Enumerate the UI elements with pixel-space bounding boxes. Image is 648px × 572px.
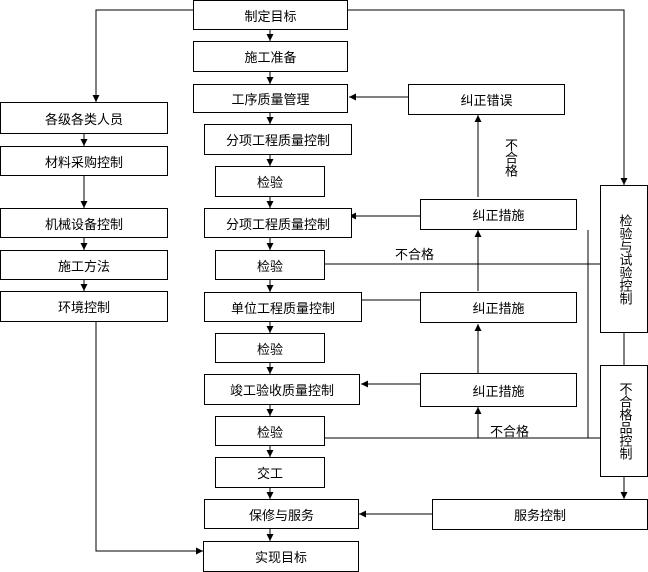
- node-achieve-goal: 实现目标: [203, 541, 359, 572]
- node-equipment-control: 机械设备控制: [0, 208, 168, 238]
- label-nonconform-1: 不合格: [395, 248, 435, 263]
- node-personnel: 各级各类人员: [0, 102, 168, 134]
- node-inspect-1: 检验: [215, 166, 325, 197]
- node-corrective-2: 纠正措施: [420, 292, 577, 323]
- node-inspect-4: 检验: [215, 416, 325, 446]
- node-unit-quality: 单位工程质量控制: [204, 292, 362, 322]
- node-handover: 交工: [215, 457, 325, 488]
- node-subitem-quality-1: 分项工程质量控制: [204, 124, 352, 155]
- label-nonconform-2: 不合格: [490, 425, 530, 440]
- node-process-quality-mgmt: 工序质量管理: [193, 84, 348, 113]
- node-inspect-2: 检验: [215, 250, 325, 280]
- arrow-env-to-achieve: [95, 322, 203, 555]
- node-inspection-testing: 检验与试验控制: [600, 185, 648, 333]
- label-nonconform-vertical: 不合格: [502, 138, 517, 177]
- node-construction-method: 施工方法: [0, 250, 168, 280]
- node-material-procurement: 材料采购控制: [0, 146, 168, 176]
- node-subitem-quality-2: 分项工程质量控制: [204, 208, 352, 238]
- node-corrective-1: 纠正措施: [420, 199, 577, 230]
- node-corrective-3: 纠正措施: [420, 373, 577, 407]
- node-inspect-3: 检验: [215, 333, 325, 363]
- node-service-control: 服务控制: [432, 499, 648, 530]
- node-set-goal: 制定目标: [193, 0, 348, 30]
- arrow-goal-to-inspection: [348, 9, 628, 185]
- node-nonconforming-control: 不合格品控制: [600, 365, 648, 477]
- node-warranty-service: 保修与服务: [204, 499, 359, 529]
- node-correct-errors: 纠正错误: [408, 84, 565, 115]
- node-completion-quality: 竣工验收质量控制: [204, 374, 360, 405]
- arrow-goal-to-personnel: [92, 9, 193, 102]
- node-construction-prep: 施工准备: [193, 41, 348, 72]
- node-environment-control: 环境控制: [0, 291, 168, 322]
